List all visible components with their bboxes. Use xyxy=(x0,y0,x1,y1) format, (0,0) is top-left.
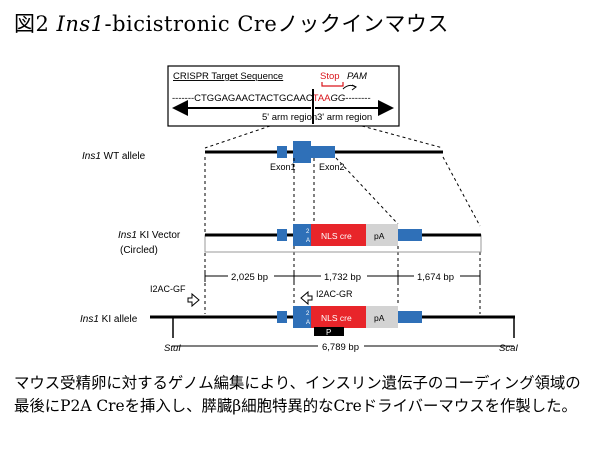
knockin-diagram: CRISPR Target Sequence Stop PAM -------C… xyxy=(80,65,518,354)
stui-label: StuI xyxy=(164,343,181,354)
exon2-coding xyxy=(293,141,311,163)
ki-nls-cre-box xyxy=(311,306,366,328)
dist-5arm: 2,025 bp xyxy=(231,272,268,283)
scai-label: ScaI xyxy=(499,343,518,354)
primer-r-arrow-icon xyxy=(300,290,313,306)
dist-3arm: 1,674 bp xyxy=(417,272,454,283)
probe-label: P xyxy=(326,328,331,337)
arm3-label: 3' arm region xyxy=(317,112,372,123)
primer-r-label: I2AC-GR xyxy=(316,289,353,299)
stop-label: Stop xyxy=(320,71,340,82)
vector-label: Ins1 KI Vector xyxy=(118,230,181,241)
distance-scale: 2,025 bp 1,732 bp 1,674 bp xyxy=(204,270,481,283)
ki-pa-box xyxy=(366,306,398,328)
crispr-box: CRISPR Target Sequence Stop PAM -------C… xyxy=(167,65,400,127)
svg-text:A: A xyxy=(306,320,310,326)
vector-nls-label: NLS cre xyxy=(321,231,352,241)
arm5-label: 5' arm region xyxy=(262,112,317,123)
ki-pa-label: pA xyxy=(374,313,385,323)
primer-f-label: I2AC-GF xyxy=(150,284,186,294)
nls-cre-box xyxy=(311,224,366,246)
exon2-label: Exon2 xyxy=(319,162,345,172)
svg-text:2: 2 xyxy=(306,311,310,317)
wt-label: Ins1 WT allele xyxy=(82,151,146,162)
title-suffix: -bicistronic Creノックインマウス xyxy=(104,12,449,36)
ki-nls-label: NLS cre xyxy=(321,313,352,323)
exon2-utr xyxy=(311,146,335,158)
title-prefix: 図2 xyxy=(14,12,57,36)
svg-text:A: A xyxy=(306,238,310,244)
total-length: 6,789 bp xyxy=(322,342,359,353)
vector-sub-label: (Circled) xyxy=(120,245,158,256)
alignment-guides xyxy=(204,125,481,314)
figure-title: 図2 Ins1-bicistronic Creノックインマウス xyxy=(14,8,449,38)
wt-allele: Ins1 WT allele Exon1 Exon2 xyxy=(82,141,443,172)
dist-insert: 1,732 bp xyxy=(324,272,361,283)
target-sequence: -------CTGGAGAACTACTGCAACTAAGG-------- xyxy=(172,93,371,104)
vector-pa-label: pA xyxy=(374,231,385,241)
title-gene: Ins1 xyxy=(56,12,105,36)
ki-vector: Ins1 KI Vector (Circled) NLS cre pA 2 A xyxy=(118,224,482,256)
probe-box xyxy=(314,327,344,336)
primer-f-arrow-icon xyxy=(187,292,200,308)
exon1-small xyxy=(277,146,287,158)
exon1-label: Exon1 xyxy=(270,162,296,172)
ki-label: Ins1 KI allele xyxy=(80,314,138,325)
ki-allele: Ins1 KI allele I2AC-GF I2AC-GR NLS cre p… xyxy=(80,284,518,354)
crispr-heading: CRISPR Target Sequence xyxy=(173,71,283,82)
stop-bracket xyxy=(321,82,344,87)
pam-label: PAM xyxy=(347,71,367,82)
figure-caption: マウス受精卵に対するゲノム編集により、インスリン遺伝子のコーディング領域の最後に… xyxy=(14,374,581,415)
pa-box xyxy=(366,224,398,246)
svg-text:2: 2 xyxy=(306,229,310,235)
